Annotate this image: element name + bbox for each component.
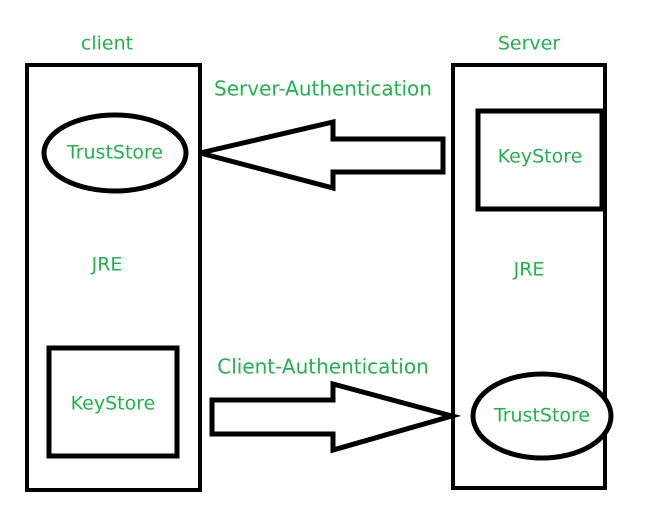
- client-keystore-label: KeyStore: [71, 393, 156, 415]
- server-truststore-label: TrustStore: [493, 405, 590, 427]
- server-keystore-box: [475, 108, 605, 212]
- server-truststore-ellipse: [470, 371, 614, 461]
- server-authentication-arrow: [199, 118, 446, 192]
- client-authentication-label: Client-Authentication: [217, 355, 429, 379]
- client-keystore-box: [46, 345, 180, 459]
- server-jre-label: JRE: [513, 259, 545, 281]
- server-authentication-label: Server-Authentication: [214, 77, 432, 101]
- client-authentication-arrow: [209, 380, 462, 454]
- server-panel-title: Server: [498, 33, 560, 55]
- client-jre-label: JRE: [91, 254, 123, 276]
- client-truststore-label: TrustStore: [66, 142, 163, 164]
- client-truststore-ellipse: [41, 112, 189, 194]
- server-keystore-label: KeyStore: [498, 146, 583, 168]
- client-panel-title: client: [81, 33, 133, 55]
